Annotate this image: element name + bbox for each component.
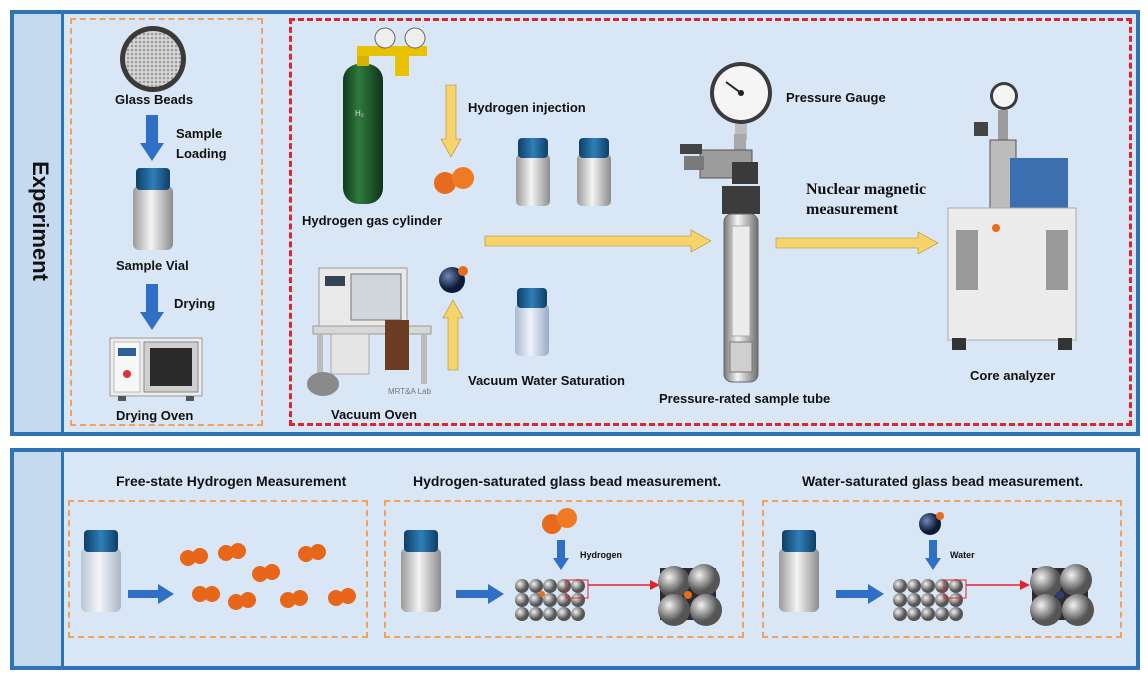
hydrogen-cylinder-label: Hydrogen gas cylinder: [302, 213, 443, 228]
vacuum-water-saturation-label: Vacuum Water Saturation: [468, 373, 625, 388]
zoomed-pore-icon: [1030, 564, 1094, 626]
sample-vial-icon: [515, 288, 549, 356]
water-molecule-icon: [439, 266, 468, 293]
sample-vial-label: Sample Vial: [116, 258, 189, 273]
hydrogen-tag: Hydrogen: [580, 550, 623, 560]
vacuum-oven-label: Vacuum Oven: [331, 407, 417, 422]
sample-vial-icon: [81, 530, 121, 612]
zoomed-pore-icon: [658, 564, 722, 626]
yellow-arrow-right-icon: [775, 231, 939, 255]
red-arrow-right-icon: [588, 580, 660, 590]
hydrogen-saturated-box: [384, 500, 744, 638]
hydrogen-cylinder-icon: H₂: [343, 27, 427, 204]
sample-vial-icon: [401, 530, 441, 612]
red-arrow-right-icon: [966, 580, 1030, 590]
svg-text:H₂: H₂: [355, 109, 364, 118]
glass-beads-label: Glass Beads: [115, 92, 194, 107]
measurement-side-tab: [14, 452, 64, 666]
drying-oven-icon: [109, 337, 203, 401]
experiment-side-tab: [14, 14, 64, 432]
blue-arrow-down-icon: [553, 540, 569, 570]
water-molecule-icon: [919, 512, 944, 535]
core-analyzer-label: Core analyzer: [970, 368, 1056, 383]
core-analyzer-icon: [947, 82, 1077, 350]
sample-loading-label: Sample Loading: [176, 126, 227, 161]
sample-vial-icon: [516, 138, 550, 206]
yellow-arrow-up-icon: [442, 299, 464, 371]
preparation-box: [70, 18, 263, 426]
blue-arrow-right-icon: [456, 584, 504, 604]
sample-vial-icon: [779, 530, 819, 612]
bead-pack-icon: [515, 579, 589, 621]
blue-arrow-right-icon: [836, 584, 884, 604]
vacuum-oven-icon: [307, 267, 432, 396]
yellow-arrow-right-icon: [484, 229, 712, 253]
setup-box: [289, 18, 1132, 426]
hydrogen-molecule-icon: [434, 167, 474, 194]
pressure-tube-icon: [722, 186, 760, 383]
hydrogen-saturated-title: Hydrogen-saturated glass bead measuremen…: [413, 473, 722, 489]
pressure-gauge-label: Pressure Gauge: [786, 90, 886, 105]
free-state-box: [68, 500, 368, 638]
pressure-gauge-icon: [710, 62, 772, 140]
glass-beads-icon: [120, 26, 186, 92]
yellow-arrow-down-icon: [440, 84, 462, 158]
experiment-label: Experiment: [28, 161, 53, 281]
oven-watermark: MRT&A Lab: [388, 387, 431, 396]
hydrogen-molecules-cluster-icon: [180, 543, 356, 610]
water-saturated-title: Water-saturated glass bead measurement.: [802, 473, 1084, 489]
drying-label: Drying: [174, 296, 216, 311]
sample-vial-icon: [577, 138, 611, 206]
blue-arrow-down-icon: [140, 115, 164, 161]
pressure-tube-label: Pressure-rated sample tube: [659, 391, 831, 406]
hydrogen-injection-label: Hydrogen injection: [468, 100, 586, 115]
water-tag: Water: [950, 550, 975, 560]
blue-arrow-right-icon: [128, 584, 174, 604]
free-state-title: Free-state Hydrogen Measurement: [116, 473, 347, 489]
blue-arrow-down-icon: [925, 540, 941, 570]
water-saturated-box: [762, 500, 1122, 638]
drying-oven-label: Drying Oven: [116, 408, 194, 423]
sample-vial-icon: [133, 168, 173, 250]
nmr-label: Nuclear magnetic measurement: [806, 181, 927, 218]
blue-arrow-down-icon: [140, 284, 164, 330]
valve-icon: [680, 134, 758, 184]
hydrogen-molecule-icon: [542, 508, 577, 534]
bead-pack-icon: [893, 579, 967, 621]
